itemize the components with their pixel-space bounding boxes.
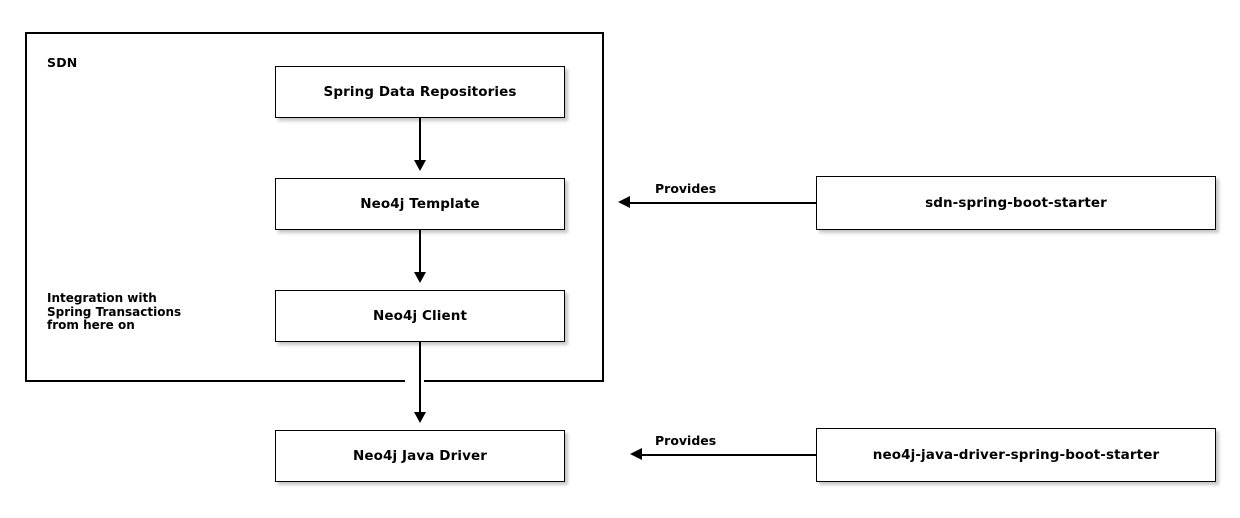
arrowhead-client-to-driver (413, 412, 426, 423)
integration-note: Integration with Spring Transactions fro… (47, 291, 182, 332)
node-neo4j-template[interactable]: Neo4j Template (275, 178, 565, 230)
node-label-neo4j-java-driver-spring-boot-starter: neo4j-java-driver-spring-boot-starter (872, 447, 1160, 463)
sdn-group-border-top (25, 32, 604, 34)
connector-client-to-driver (419, 342, 421, 412)
node-neo4j-java-driver[interactable]: Neo4j Java Driver (275, 430, 565, 482)
node-label-neo4j-client: Neo4j Client (372, 308, 468, 324)
connector-repositories-to-template (419, 118, 421, 160)
sdn-group-border-left (25, 32, 27, 382)
sdn-group-title: SDN (47, 55, 78, 70)
node-label-sdn-spring-boot-starter: sdn-spring-boot-starter (925, 195, 1107, 211)
arrowhead-repositories-to-template (413, 160, 426, 171)
connector-sdn-starter-provides (630, 202, 816, 204)
edge-label-provides-bottom: Provides (655, 433, 717, 448)
connector-driver-starter-provides (642, 454, 816, 456)
node-label-neo4j-java-driver: Neo4j Java Driver (353, 448, 487, 464)
edge-label-provides-top: Provides (655, 181, 717, 196)
node-neo4j-java-driver-spring-boot-starter[interactable]: neo4j-java-driver-spring-boot-starter (816, 428, 1216, 482)
node-neo4j-client[interactable]: Neo4j Client (275, 290, 565, 342)
sdn-group-border-bottom-left (25, 380, 405, 382)
arrowhead-sdn-starter-provides (618, 196, 630, 208)
sdn-group-border-bottom-right (424, 380, 604, 382)
sdn-group-border-right (602, 32, 604, 382)
arrowhead-driver-starter-provides (630, 448, 642, 460)
node-label-neo4j-template: Neo4j Template (360, 196, 480, 212)
arrowhead-template-to-client (413, 272, 426, 283)
node-label-spring-data-repositories: Spring Data Repositories (323, 84, 517, 100)
node-spring-data-repositories[interactable]: Spring Data Repositories (275, 66, 565, 118)
node-sdn-spring-boot-starter[interactable]: sdn-spring-boot-starter (816, 176, 1216, 230)
connector-template-to-client (419, 230, 421, 272)
